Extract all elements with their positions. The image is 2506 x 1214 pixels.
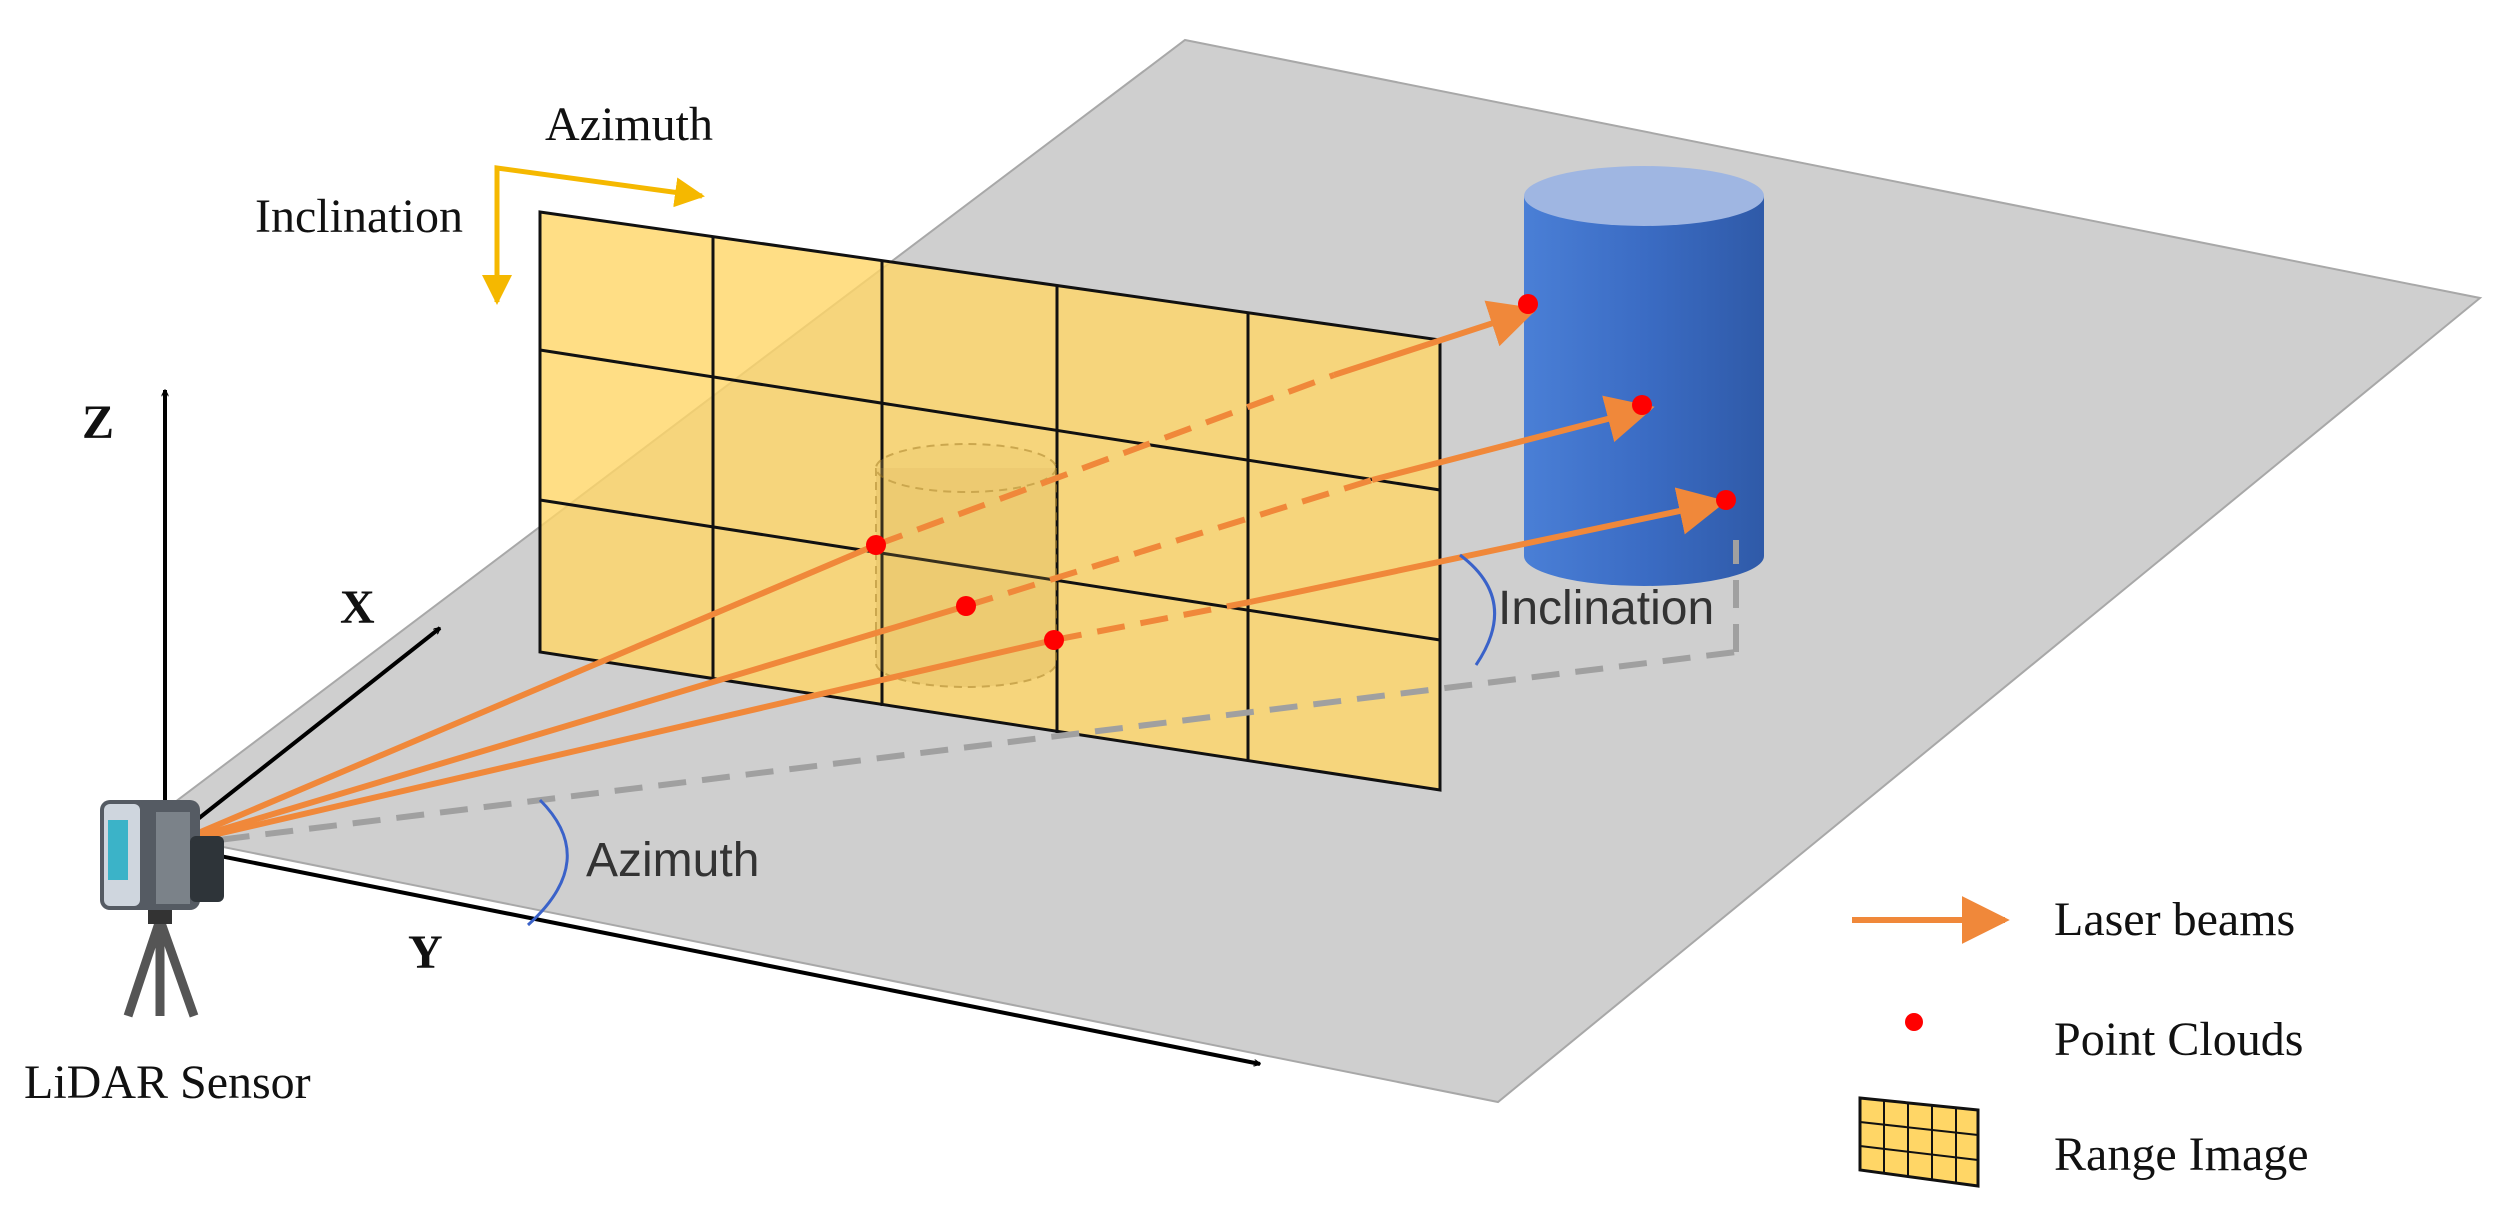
lidar-scanner-icon [100, 800, 224, 1018]
axis-x-label: X [340, 581, 375, 634]
legend-laser-label: Laser beams [2054, 893, 2295, 946]
legend-point-label: Point Clouds [2054, 1013, 2303, 1066]
coordinate-axes [165, 390, 1260, 1064]
top-azimuth-label: Azimuth [545, 98, 713, 151]
axis-z-label: Z [82, 396, 114, 449]
inclination-angle-label: Inclination [1498, 582, 1714, 635]
point-cloud-dot [1716, 490, 1736, 510]
axis-y-line [164, 843, 1260, 1064]
legend: Laser beams Point Clouds Range Image [1852, 893, 2309, 1188]
laser-beams [168, 300, 1727, 848]
axis-x-line [163, 626, 440, 847]
legend-range-image-swatch [1858, 1096, 1980, 1188]
top-inclination-label: Inclination [255, 190, 463, 243]
axis-y-label: Y [408, 926, 443, 979]
inclination-arc [1459, 553, 1497, 666]
range-image-grid [538, 210, 1442, 792]
guide-lines [177, 540, 1739, 848]
point-clouds [866, 294, 1736, 650]
point-cloud-dot [1632, 395, 1652, 415]
orientation-arrows [482, 165, 705, 305]
legend-point-swatch [1905, 1013, 1923, 1031]
cylinder-object [1524, 166, 1764, 586]
legend-range-image-label: Range Image [2054, 1128, 2309, 1181]
point-cloud-dot [1518, 294, 1538, 314]
point-cloud-dot [1044, 630, 1064, 650]
sensor-label: LiDAR Sensor [24, 1056, 311, 1109]
azimuth-angle-label: Azimuth [586, 834, 759, 887]
ghost-cylinder [875, 443, 1057, 688]
point-cloud-dot [866, 535, 886, 555]
point-cloud-dot [956, 596, 976, 616]
azimuth-arc [526, 798, 569, 927]
